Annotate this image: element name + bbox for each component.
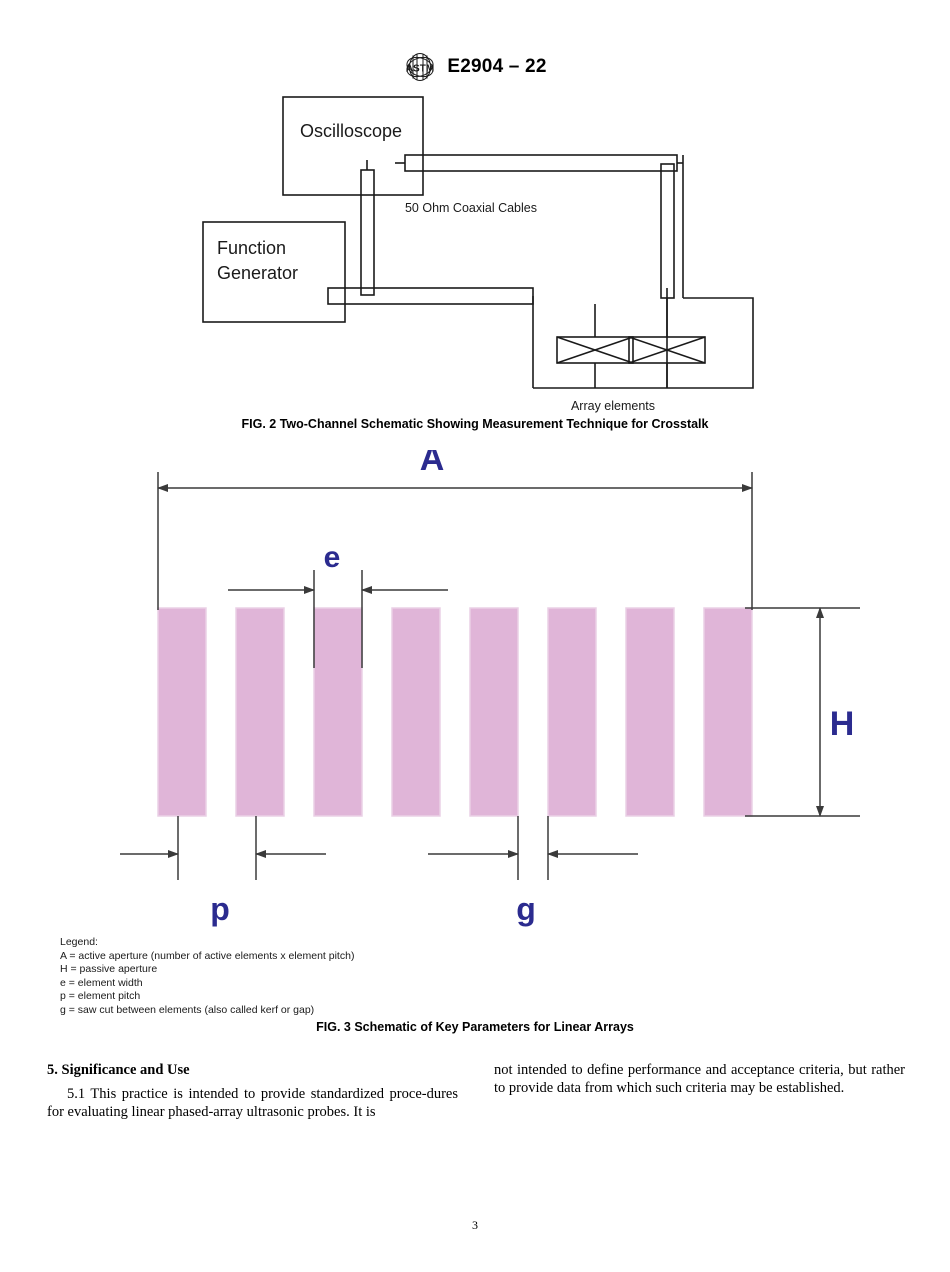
dimension-label-A: A (420, 450, 445, 478)
legend-title: Legend: (60, 936, 98, 948)
function-generator-label-line1: Function (217, 238, 286, 258)
paragraph-5-1-continued: not intended to define performance and a… (494, 1062, 905, 1096)
figure-2-schematic: Oscilloscope Function Generator 50 Ohm C… (195, 92, 765, 417)
left-column: 5. Significance and Use 5.1 This practic… (47, 1062, 458, 1121)
paragraph-5-1: 5.1 This practice is intended to provide… (47, 1086, 458, 1120)
dimension-label-e: e (324, 541, 341, 574)
figure-3-caption: FIG. 3 Schematic of Key Parameters for L… (316, 1020, 634, 1034)
dimension-A (157, 472, 753, 610)
oscilloscope-label: Oscilloscope (300, 121, 402, 141)
figure-3-legend: Legend: A = active aperture (number of a… (60, 936, 354, 1018)
dimension-p (120, 816, 326, 880)
legend-item: A = active aperture (number of active el… (60, 949, 355, 962)
dimension-label-H: H (830, 705, 855, 743)
array-elements-label: Array elements (571, 399, 655, 413)
standard-designation: E2904 – 22 (447, 56, 547, 77)
array-element-bars (157, 607, 753, 817)
right-column: not intended to define performance and a… (494, 1062, 905, 1121)
legend-item: H = passive aperture (60, 963, 158, 976)
legend-item: e = element width (60, 976, 143, 989)
function-generator-label-line2: Generator (217, 263, 298, 283)
figure-3-schematic: A e H p g (120, 450, 880, 935)
body-text-columns: 5. Significance and Use 5.1 This practic… (47, 1062, 905, 1121)
coaxial-cables-label: 50 Ohm Coaxial Cables (405, 201, 537, 215)
legend-item: g = saw cut between elements (also calle… (60, 1003, 315, 1016)
svg-text:ASTM: ASTM (406, 64, 434, 75)
astm-logo-icon: ASTM (403, 52, 437, 82)
array-element-symbol (628, 336, 706, 364)
dimension-H (745, 607, 860, 817)
dimension-g (428, 816, 638, 880)
array-element-symbol (556, 336, 634, 364)
document-header: ASTM E2904 – 22 (0, 52, 950, 82)
legend-item: p = element pitch (60, 990, 141, 1003)
figure-2-caption: FIG. 2 Two-Channel Schematic Showing Mea… (241, 417, 709, 431)
dimension-e (228, 570, 448, 668)
dimension-label-p: p (210, 891, 230, 927)
page-number: 3 (472, 1218, 478, 1232)
dimension-label-g: g (516, 891, 536, 927)
section-heading-significance-and-use: 5. Significance and Use (47, 1062, 190, 1078)
